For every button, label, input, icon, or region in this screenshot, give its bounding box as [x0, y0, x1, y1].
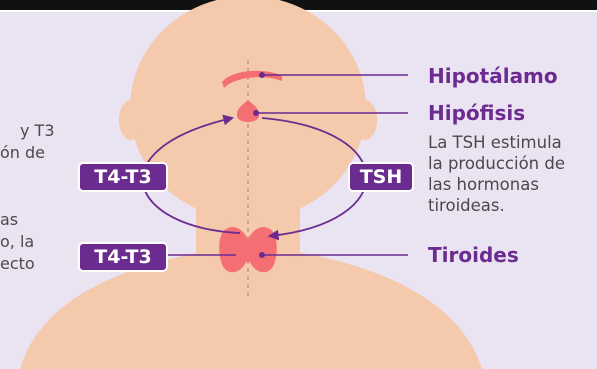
badge-t4-t3-lower: T4-T3 — [78, 242, 168, 272]
description-line-2: la producción de — [428, 154, 565, 175]
label-pituitary: Hipófisis — [428, 101, 525, 125]
left-text-line-4: o, la — [0, 232, 34, 252]
description-line-4: tiroideas. — [428, 196, 505, 217]
badge-t4-t3-upper: T4-T3 — [78, 162, 168, 192]
left-text-line-5: ecto — [0, 254, 35, 274]
description-line-1: La TSH estimula — [428, 133, 562, 154]
badge-tsh: TSH — [348, 162, 414, 192]
left-text-line-3: as — [0, 210, 18, 230]
left-text-line-1: y T3 — [20, 121, 55, 141]
label-thyroid: Tiroides — [428, 243, 519, 267]
left-text-line-2: ón de — [0, 143, 45, 163]
description-line-3: las hormonas — [428, 175, 539, 196]
label-hypothalamus: Hipotálamo — [428, 64, 558, 88]
